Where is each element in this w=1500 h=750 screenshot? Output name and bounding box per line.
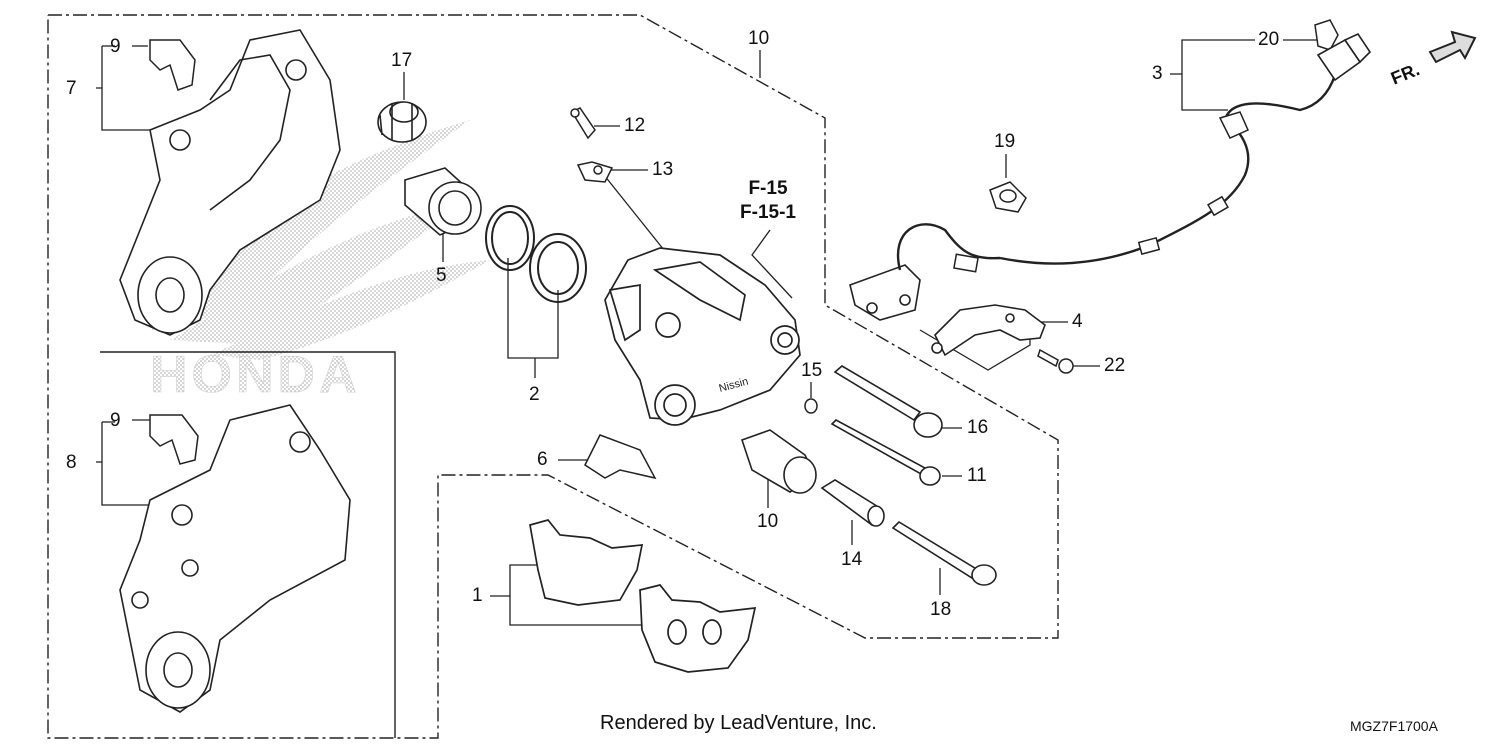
callout-3: 3 bbox=[1152, 63, 1163, 84]
callout-1: 1 bbox=[472, 585, 483, 606]
brake-pad-set-1 bbox=[529, 519, 757, 673]
piston-5 bbox=[404, 167, 482, 236]
bolt-19 bbox=[891, 520, 997, 586]
pin-bolt-17 bbox=[833, 365, 943, 438]
grommet-20 bbox=[989, 181, 1027, 213]
callout-22: 22 bbox=[1104, 355, 1126, 376]
connector bbox=[1316, 32, 1372, 82]
callout-14: 13 bbox=[652, 159, 674, 180]
callout-2: 2 bbox=[529, 384, 540, 405]
callout-18: 17 bbox=[391, 50, 413, 71]
group-frame-main bbox=[47, 14, 1059, 739]
callout-12: 11 bbox=[967, 465, 987, 486]
cable-clamps bbox=[953, 111, 1249, 273]
reference-label-f15-1: F-15-1 bbox=[740, 202, 796, 223]
seal-16 bbox=[804, 398, 818, 414]
bleeder-13 bbox=[570, 107, 596, 140]
group-frame-inset bbox=[100, 351, 396, 738]
callout-17: 16 bbox=[967, 417, 989, 438]
sensor-cable bbox=[999, 74, 1337, 265]
caliper-bracket-7 bbox=[119, 29, 341, 336]
callout-4: 4 bbox=[1072, 311, 1083, 332]
pad-spring-6 bbox=[584, 434, 657, 480]
bracket-14 bbox=[576, 161, 614, 183]
wheel-speed-sensor bbox=[849, 223, 1001, 321]
callout-5: 5 bbox=[436, 265, 447, 286]
wheel-speed-sensor-bracket-4 bbox=[931, 304, 1046, 357]
callout-10: 10 bbox=[757, 511, 779, 532]
honda-wing-watermark bbox=[150, 120, 490, 360]
callout-15: 14 bbox=[841, 549, 863, 570]
callout-16: 15 bbox=[801, 360, 823, 381]
clip-21 bbox=[1314, 19, 1339, 51]
honda-watermark: HONDA bbox=[150, 346, 361, 404]
seal-set-2 bbox=[485, 205, 587, 303]
pin-bolt-12 bbox=[830, 419, 941, 486]
caliper-bracket-8 bbox=[119, 404, 351, 713]
diagram-code: MGZ7F1700A bbox=[1350, 718, 1438, 734]
callout-9a: 9 bbox=[110, 36, 121, 57]
callout-8: 8 bbox=[66, 452, 77, 473]
callout-7: 7 bbox=[66, 78, 77, 99]
callout-19: 18 bbox=[930, 599, 952, 620]
boot-18 bbox=[377, 101, 427, 143]
reference-label-f15: F-15 bbox=[748, 178, 788, 199]
callout-6: 6 bbox=[537, 449, 548, 470]
callout-13: 12 bbox=[624, 115, 646, 136]
bolt-22 bbox=[1037, 348, 1074, 374]
credit-text: Rendered by LeadVenture, Inc. bbox=[600, 712, 877, 734]
callout-21: 20 bbox=[1258, 29, 1280, 50]
callout-9b: 9 bbox=[110, 410, 121, 431]
sleeve-15 bbox=[820, 479, 885, 527]
caliper-body: Nissin bbox=[604, 247, 801, 426]
callout-11: 10 bbox=[748, 28, 770, 49]
callout-20: 19 bbox=[994, 131, 1016, 152]
front-direction-arrow bbox=[1428, 30, 1477, 64]
clip-9 bbox=[149, 39, 199, 465]
boot-10 bbox=[740, 429, 817, 494]
